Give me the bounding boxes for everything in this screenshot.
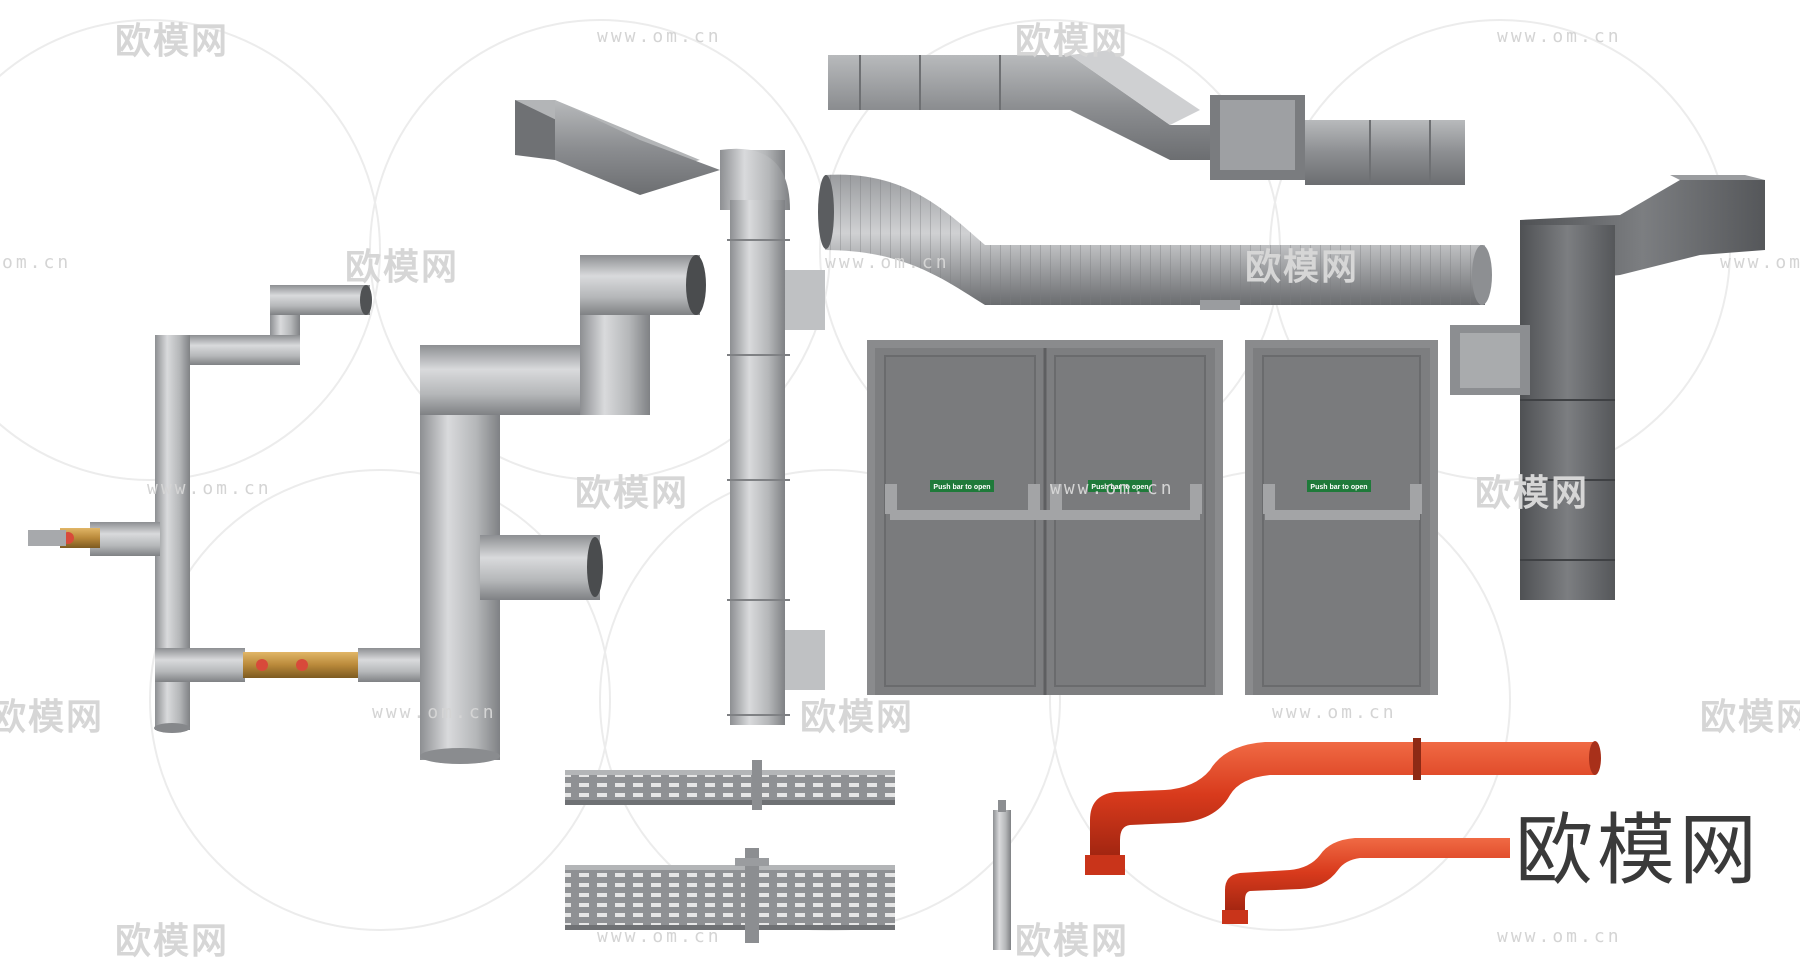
door-sign-left-text: Push bar to open <box>933 484 990 491</box>
watermark-url-10: www.om.cn <box>597 926 722 947</box>
insulated-pipe-large <box>420 255 706 764</box>
door-sign-single-text: Push bar to open <box>1310 484 1367 491</box>
double-fire-door <box>867 340 1223 695</box>
red-pipe-small <box>1222 838 1510 924</box>
cable-tray-bottom <box>565 848 895 943</box>
door-sign-left: Push bar to open <box>930 480 994 492</box>
watermark-url-1: www.om.cn <box>597 26 722 47</box>
insulated-pipe-small <box>28 285 428 733</box>
watermark-url-11: www.om.cn <box>1497 926 1622 947</box>
dark-duct-vertical <box>1450 175 1765 600</box>
watermark-url-5: www.om.cn <box>1720 252 1800 273</box>
watermark-url-2: www.om.cn <box>1497 26 1622 47</box>
door-sign-right: Push bar to open <box>1088 480 1152 492</box>
watermark-url-6: www.om.cn <box>147 478 272 499</box>
door-sign-single: Push bar to open <box>1307 480 1371 492</box>
door-sign-right-text: Push bar to open <box>1091 484 1148 491</box>
watermark-url-8: www.om.cn <box>372 702 497 723</box>
red-pipe-large <box>1085 738 1601 875</box>
watermark-url-7: www.om.cn <box>1050 478 1175 499</box>
rect-duct-horizontal <box>828 50 1465 185</box>
watermark-url-9: www.om.cn <box>1272 702 1397 723</box>
watermark-url-4: www.om.cn <box>825 252 950 273</box>
watermark-url-3: om.cn <box>2 252 72 273</box>
strut-channel <box>993 800 1011 950</box>
brand-logo-dark: 欧模网 <box>1515 806 1762 896</box>
rect-duct-vertical <box>515 100 825 725</box>
single-fire-door <box>1245 340 1438 695</box>
flex-duct <box>818 174 1492 310</box>
cable-tray-top <box>565 760 895 810</box>
